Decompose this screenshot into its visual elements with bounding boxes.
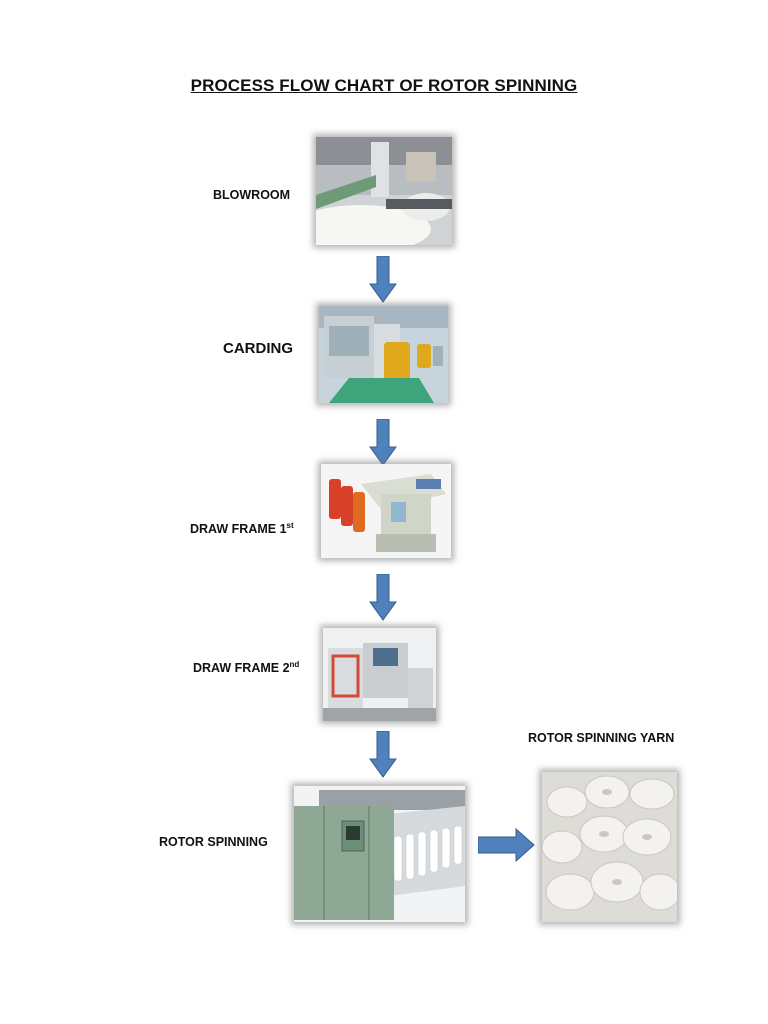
step-label-rotor-spinning: ROTOR SPINNING [159, 835, 268, 849]
step-label-text: DRAW FRAME 1 [190, 522, 287, 537]
draw-frame-2-photo [323, 628, 436, 721]
step-label-sup: nd [289, 660, 300, 669]
blowroom-photo [316, 137, 452, 245]
step-label-text: CARDING [223, 340, 293, 357]
flow-arrow-right [478, 828, 536, 862]
step-label-blowroom: BLOWROOM [213, 188, 290, 202]
page-title: PROCESS FLOW CHART OF ROTOR SPINNING [190, 76, 578, 95]
step-label-draw-frame-2: DRAW FRAME 2nd [193, 660, 299, 675]
step-label-text: DRAW FRAME 2 [193, 661, 290, 676]
step-label-draw-frame-1: DRAW FRAME 1st [190, 521, 294, 536]
flow-arrow-down [369, 419, 397, 467]
step-label-text: ROTOR SPINNING [159, 835, 268, 849]
flow-arrow-down [369, 574, 397, 622]
output-label-text: ROTOR SPINNING YARN [528, 731, 675, 745]
flow-arrow-down [369, 256, 397, 304]
draw-frame-1-photo [321, 464, 451, 558]
yarn-photo [542, 772, 677, 922]
flow-arrow-down [369, 731, 397, 779]
step-label-text: BLOWROOM [213, 188, 291, 202]
step-label-sup: st [286, 521, 294, 530]
carding-photo [319, 306, 448, 403]
output-label: ROTOR SPINNING YARN [528, 731, 674, 745]
rotor-spinning-photo [294, 786, 465, 922]
step-label-carding: CARDING [223, 340, 293, 357]
